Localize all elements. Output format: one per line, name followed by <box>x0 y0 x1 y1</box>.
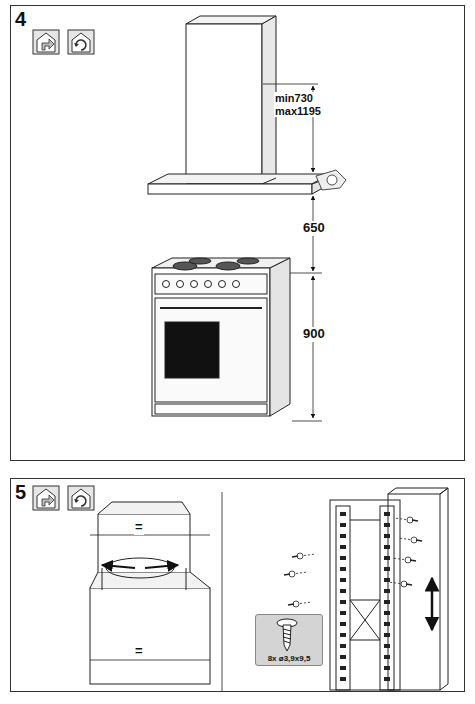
equal-mark: = <box>134 520 144 535</box>
step-number: 5 <box>15 481 26 504</box>
step-panel: 5 8x ø3,9x9,5 <box>10 478 465 692</box>
step-panel: 4 <box>10 5 465 461</box>
step-number: 4 <box>15 8 26 31</box>
screw-kit-box: 8x ø3,9x9,5 <box>255 614 323 666</box>
dimension-range: min730 max1195 <box>274 92 322 117</box>
screw-spec: 8x ø3,9x9,5 <box>256 654 322 663</box>
screw-icon <box>272 617 302 653</box>
dimension: 650 <box>302 221 326 236</box>
dimension: 900 <box>302 327 326 342</box>
equal-mark: = <box>134 644 144 659</box>
